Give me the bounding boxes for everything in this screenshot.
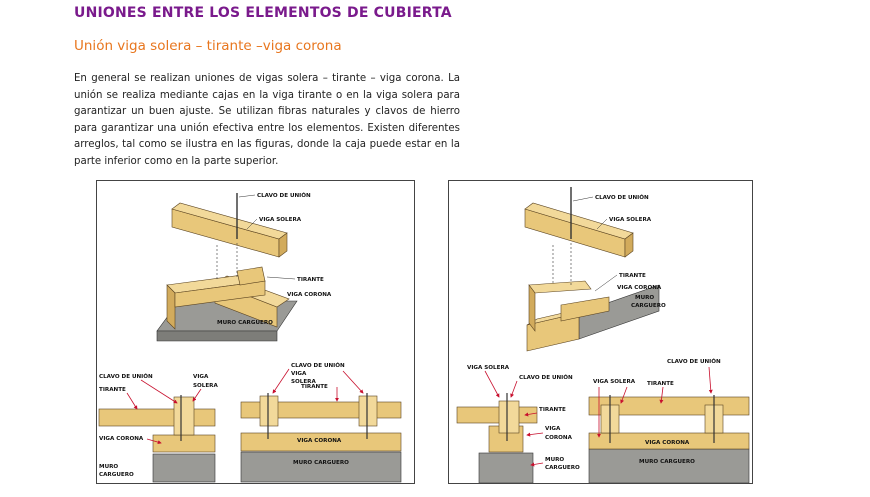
label-corona: VIGA CORONA <box>645 440 690 446</box>
label-solera-1: VIGA <box>291 371 307 377</box>
label-clavo: CLAVO DE UNIÓN <box>667 358 721 365</box>
label-clavo: CLAVO DE UNIÓN <box>519 374 573 381</box>
label-tirante: TIRANTE <box>297 277 324 283</box>
label-corona: VIGA CORONA <box>99 436 144 442</box>
label-tirante: TIRANTE <box>647 381 674 387</box>
label-muro-1: MURO <box>635 295 654 301</box>
label-clavo: CLAVO DE UNIÓN <box>257 192 311 199</box>
label-tirante: TIRANTE <box>619 273 646 279</box>
label-viga: VIGA <box>545 426 561 432</box>
label-clavo: CLAVO DE UNIÓN <box>291 362 345 369</box>
iso-view: CLAVO DE UNIÓN VIGA SOLERA TIRANTE VIGA … <box>156 192 332 342</box>
label-tirante: TIRANTE <box>301 384 328 390</box>
label-solera: SOLERA <box>193 383 218 389</box>
label-muro-2: CARGUERO <box>99 472 134 478</box>
label-tirante: TIRANTE <box>99 387 126 393</box>
label-muro: MURO CARGUERO <box>639 459 695 465</box>
label-viga: VIGA <box>193 374 209 380</box>
label-corona: CORONA <box>545 435 573 441</box>
iso-view: CLAVO DE UNIÓN VIGA SOLERA TIRANTE VIGA … <box>524 187 666 352</box>
label-muro-1: MURO <box>99 464 118 470</box>
elevation-left: CLAVO DE UNIÓN TIRANTE VIGA SOLERA VIGA … <box>98 373 218 483</box>
label-solera-2: SOLERA <box>291 379 316 385</box>
figure-1-drawing: CLAVO DE UNIÓN VIGA SOLERA TIRANTE VIGA … <box>98 192 402 483</box>
label-solera: VIGA SOLERA <box>609 217 652 223</box>
label-solera: VIGA SOLERA <box>467 365 510 371</box>
label-corona: VIGA CORONA <box>297 438 342 444</box>
label-corona: VIGA CORONA <box>617 285 662 291</box>
label-muro-2: CARGUERO <box>631 303 666 309</box>
label-muro-2: CARGUERO <box>545 465 580 471</box>
body-paragraph: En general se realizan uniones de vigas … <box>74 73 460 167</box>
figure-union-caja-tirante: CLAVO DE UNIÓN VIGA SOLERA TIRANTE VIGA … <box>96 180 415 484</box>
page-title: UNIONES ENTRE LOS ELEMENTOS DE CUBIERTA <box>74 5 452 21</box>
label-clavo: CLAVO DE UNIÓN <box>99 373 153 380</box>
label-solera: VIGA SOLERA <box>593 379 636 385</box>
figure-union-caja-solera: CLAVO DE UNIÓN VIGA SOLERA TIRANTE VIGA … <box>448 180 753 484</box>
figure-2-drawing: CLAVO DE UNIÓN VIGA SOLERA TIRANTE VIGA … <box>456 187 750 483</box>
label-solera: VIGA SOLERA <box>259 217 302 223</box>
elevation-right: CLAVO DE UNIÓN VIGA SOLERA TIRANTE VIGA … <box>588 358 750 483</box>
elevation-right: CLAVO DE UNIÓN VIGA SOLERA TIRANTE VIGA … <box>240 362 402 483</box>
section-subtitle: Unión viga solera – tirante –viga corona <box>74 38 342 54</box>
elevation-left: VIGA SOLERA CLAVO DE UNIÓN TIRANTE VIGA … <box>456 365 580 483</box>
label-muro-1: MURO <box>545 457 564 463</box>
label-clavo: CLAVO DE UNIÓN <box>595 194 649 201</box>
label-tirante: TIRANTE <box>539 407 566 413</box>
label-muro: MURO CARGUERO <box>293 460 349 466</box>
label-corona: VIGA CORONA <box>287 292 332 298</box>
label-muro: MURO CARGUERO <box>217 320 273 326</box>
